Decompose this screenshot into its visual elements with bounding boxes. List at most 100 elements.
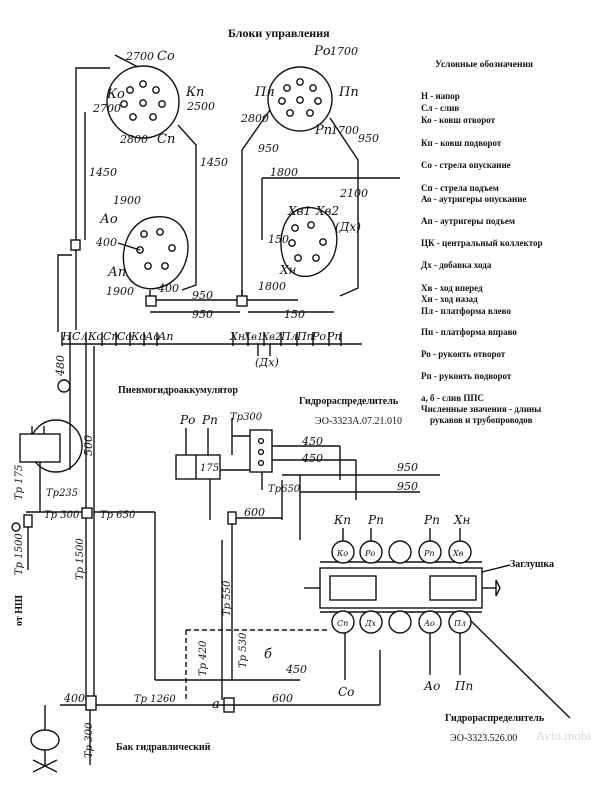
legend-item: Хн - ход назад	[421, 294, 478, 304]
pipe-tp300-b: Тр 300	[84, 722, 95, 758]
distributor2-code: ЭО-3323.526.00	[450, 733, 517, 744]
hose-1450-left: 1450	[89, 166, 117, 179]
bus-label-po: Ро	[311, 330, 326, 343]
block3-label-ao: Ао	[99, 212, 118, 227]
control-block-3: 1900 Ао 400 Ап 1900 400	[95, 194, 189, 298]
bus-label-xv1: Хв1	[243, 332, 263, 343]
legend-item: Со - стрела опускание	[421, 160, 511, 170]
block4-label-xv1: Хв1	[287, 204, 311, 218]
hose-950-h2: 950	[192, 308, 213, 321]
legend-item: Хв - ход вперед	[421, 283, 483, 293]
legend-item: Н - напор	[421, 91, 460, 101]
outlet-pp: Пп	[454, 679, 473, 693]
plug-label: Заглушка	[510, 559, 554, 570]
watermark: Avto.mobi	[536, 728, 591, 743]
block3-label-an: Ап	[107, 265, 126, 280]
legend-item: Рп - рукоять подворот	[421, 371, 512, 381]
hose-950-h1: 950	[192, 289, 213, 302]
block1-label-kn: Кп	[185, 85, 204, 100]
valves-top-row	[331, 540, 472, 564]
block1-n-2800: 2800	[119, 133, 148, 146]
valve-bottom-ao: Ао	[423, 619, 435, 628]
central-collector-bus: Н Сл Ко Сп Со Ко Ао Ап Хн Хв1 Хв2 Пл Пп …	[61, 330, 362, 369]
block1-label-cn: Сп	[157, 132, 175, 147]
pipe-tp550: Тр 550	[222, 580, 233, 616]
legend-item: Дх - добавка хода	[421, 260, 492, 270]
hose-175-b: 175	[200, 463, 219, 474]
main-distributor	[304, 528, 571, 719]
outlet-pn-1: Рп	[367, 513, 384, 527]
bus-label-sl: Сл	[72, 330, 87, 343]
block3-n-1900-top: 1900	[113, 194, 141, 207]
pipe-tp300: Тр 300	[44, 510, 80, 521]
dist1-label-po: Ро	[179, 413, 195, 427]
block1-label-ko: Ко	[106, 87, 125, 102]
block2-n-1700-bottom: 1700	[331, 124, 359, 137]
legend-item: рукавов и трубопроводов	[430, 415, 533, 425]
control-block-4: 2100 Хв1 Хв2 (Дх) 150 Хн 1800	[258, 187, 368, 293]
distributor1-code: ЭО-3323А.07.21.010	[315, 416, 402, 427]
legend-item: Ао - аутригеры опускание	[421, 194, 526, 204]
valve-top-pn: Рп	[423, 549, 435, 558]
legend-item: Сл - слив	[421, 103, 459, 113]
outlet-pn-2: Рп	[423, 513, 440, 527]
left-supply-lines	[11, 346, 300, 773]
block2-n-1700-top: 1700	[330, 45, 358, 58]
block2-label-pp: Пп	[338, 85, 359, 100]
pneumo-accumulator-label: Пневмогидроаккумулятор	[118, 385, 238, 396]
outlet-ao: Ао	[423, 679, 440, 693]
hose-950-left: 950	[258, 142, 279, 155]
pipe-tp1500-a: Тр 1500	[14, 533, 25, 575]
hose-600-a: 600	[244, 506, 265, 519]
block3-n-1900-bottom: 1900	[106, 285, 134, 298]
legend: Условные обозначения Н - напор Сл - слив…	[421, 59, 543, 425]
bus-label-so: Со	[117, 330, 132, 343]
legend-item: Ко - ковш отворот	[421, 115, 496, 125]
hose-600-b: 600	[272, 692, 293, 705]
pipe-tp235: Тр235	[46, 488, 78, 499]
valve-bottom-dx: Дх	[364, 619, 377, 628]
upper-hoses	[57, 67, 400, 332]
block4-label-xv2: Хв2	[315, 204, 339, 218]
bus-label-n: Н	[61, 330, 72, 343]
legend-item: Пл - платформа влево	[421, 306, 511, 316]
hose-1450-right: 1450	[200, 156, 228, 169]
block2-label-pl: Пл	[254, 85, 275, 100]
control-block-1: 2700 Со Ко 2700 Кп 2500 2800 Сп	[92, 49, 215, 147]
hose-480: 480	[54, 355, 67, 377]
legend-item: Кп - ковш подворот	[421, 138, 502, 148]
bus-label-xn: Хн	[229, 330, 245, 343]
tank-label: Бак гидравлический	[116, 742, 211, 753]
valves-bottom-row	[331, 610, 472, 634]
legend-item: а, б - слив ППС	[421, 393, 484, 403]
hose-450-b: 450	[301, 452, 323, 465]
valve-top-ko: Ко	[336, 549, 348, 558]
hose-950-right: 950	[358, 132, 379, 145]
bus-label-ko2: Ко	[130, 330, 147, 343]
pipe-tp650: Тр 650	[100, 510, 136, 521]
dashed-lines	[185, 629, 330, 700]
hose-450-a: 450	[301, 435, 323, 448]
valve-bottom-sn: Сп	[337, 619, 348, 628]
pipe-tp1500-b: Тр 1500	[75, 538, 86, 580]
bus-label-sn: Сп	[103, 330, 119, 343]
bus-label-pl: Пл	[280, 330, 298, 343]
hose-950-f: 950	[397, 480, 418, 493]
point-b-label: б	[264, 647, 272, 662]
pipe-tp530: Тр 530	[238, 632, 249, 668]
block4-label-dx: (Дх)	[335, 220, 361, 234]
legend-item: ЦК - центральный коллектор	[421, 238, 543, 248]
bus-label-xv2: Хв2	[261, 332, 281, 343]
outlet-co: Со	[338, 685, 354, 699]
valve-top-xv: Хв	[452, 549, 464, 558]
block4-n-2100: 2100	[339, 187, 368, 200]
legend-item: Численные значения - длины	[421, 404, 541, 414]
legend-item: Пп - платформа вправо	[421, 327, 517, 337]
bus-label-pn: Рп	[326, 330, 342, 343]
legend-heading: Условные обозначения	[435, 59, 533, 70]
block4-label-xn: Хн	[279, 263, 297, 277]
point-a-label: а	[212, 697, 220, 712]
block4-n-150: 150	[268, 233, 289, 246]
